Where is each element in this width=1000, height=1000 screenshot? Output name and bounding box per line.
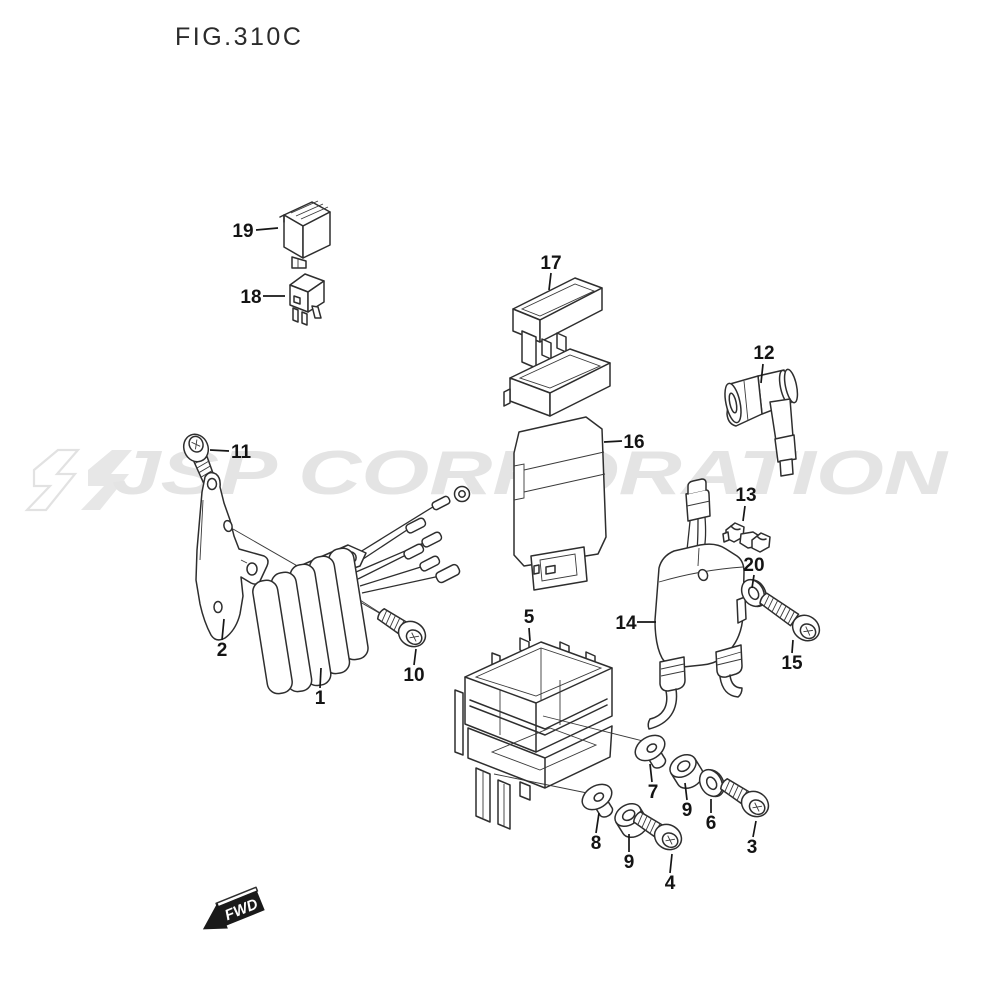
part-17-fuse-box-cover bbox=[503, 277, 611, 417]
callout-7: 7 bbox=[648, 763, 659, 803]
callout-3: 3 bbox=[747, 820, 758, 858]
callout-16: 16 bbox=[603, 432, 645, 453]
svg-text:15: 15 bbox=[781, 653, 803, 674]
svg-text:4: 4 bbox=[665, 873, 676, 894]
callout-9b: 9 bbox=[624, 834, 635, 873]
svg-text:9: 9 bbox=[682, 800, 693, 821]
svg-text:17: 17 bbox=[540, 253, 561, 274]
part-12-spark-plug-cap bbox=[724, 368, 799, 477]
svg-text:7: 7 bbox=[648, 782, 659, 803]
callout-10: 10 bbox=[403, 648, 425, 686]
svg-text:12: 12 bbox=[753, 343, 774, 364]
fwd-arrow: FWD bbox=[202, 886, 265, 930]
part-2-bracket bbox=[195, 471, 269, 641]
part-14-ignition-coil bbox=[647, 478, 747, 730]
svg-text:9: 9 bbox=[624, 852, 635, 873]
svg-text:8: 8 bbox=[591, 833, 602, 854]
part-19-relay bbox=[279, 200, 331, 269]
svg-text:10: 10 bbox=[403, 665, 424, 686]
part-18-relay-small bbox=[289, 273, 325, 326]
svg-text:11: 11 bbox=[231, 442, 252, 463]
callout-15: 15 bbox=[781, 639, 803, 674]
svg-text:13: 13 bbox=[735, 485, 756, 506]
part-16-cdi-unit bbox=[513, 416, 607, 591]
bullet-connector bbox=[419, 555, 441, 572]
svg-text:18: 18 bbox=[240, 287, 261, 308]
callout-13: 13 bbox=[735, 485, 757, 522]
callout-6: 6 bbox=[706, 799, 717, 834]
callout-1: 1 bbox=[315, 667, 326, 709]
bullet-connector bbox=[421, 531, 443, 548]
callout-20: 20 bbox=[743, 555, 765, 589]
svg-text:20: 20 bbox=[743, 555, 764, 576]
callout-14: 14 bbox=[615, 613, 656, 634]
svg-text:19: 19 bbox=[232, 221, 253, 242]
callout-12: 12 bbox=[753, 343, 775, 384]
callout-9a: 9 bbox=[682, 782, 693, 821]
part-1-rectifier bbox=[252, 485, 471, 695]
bullet-connector bbox=[403, 543, 425, 560]
callout-2: 2 bbox=[217, 618, 228, 661]
callout-19: 19 bbox=[232, 221, 279, 242]
callout-5: 5 bbox=[524, 607, 535, 642]
callout-11: 11 bbox=[209, 442, 252, 463]
svg-text:16: 16 bbox=[623, 432, 644, 453]
svg-text:6: 6 bbox=[706, 813, 717, 834]
callout-17: 17 bbox=[540, 253, 562, 291]
wire-sleeve bbox=[431, 495, 451, 511]
svg-text:1: 1 bbox=[315, 688, 326, 709]
watermark-logo bbox=[81, 450, 132, 510]
part-5-electrical-case bbox=[454, 637, 613, 830]
connector-boot bbox=[435, 563, 461, 584]
svg-text:2: 2 bbox=[217, 640, 228, 661]
bullet-connector bbox=[405, 517, 427, 534]
part-3-bolt bbox=[715, 772, 775, 823]
callouts: 19 18 17 12 16 13 11 2 bbox=[209, 221, 803, 894]
watermark: JSP CORPORATION bbox=[24, 439, 949, 512]
callout-18: 18 bbox=[240, 287, 285, 308]
figure-title: FIG.310C bbox=[175, 23, 303, 51]
callout-8: 8 bbox=[591, 812, 602, 854]
svg-text:5: 5 bbox=[524, 607, 535, 628]
svg-text:3: 3 bbox=[747, 837, 758, 858]
svg-text:14: 14 bbox=[615, 613, 637, 634]
callout-4: 4 bbox=[665, 853, 676, 894]
watermark-logo-outline bbox=[24, 448, 81, 512]
part-7-cushion bbox=[629, 729, 676, 776]
part-10-bolt bbox=[372, 602, 432, 653]
part-15-bolt bbox=[754, 586, 826, 647]
part-4-bolt bbox=[628, 805, 688, 856]
part-13-wire-clamp bbox=[722, 522, 771, 553]
